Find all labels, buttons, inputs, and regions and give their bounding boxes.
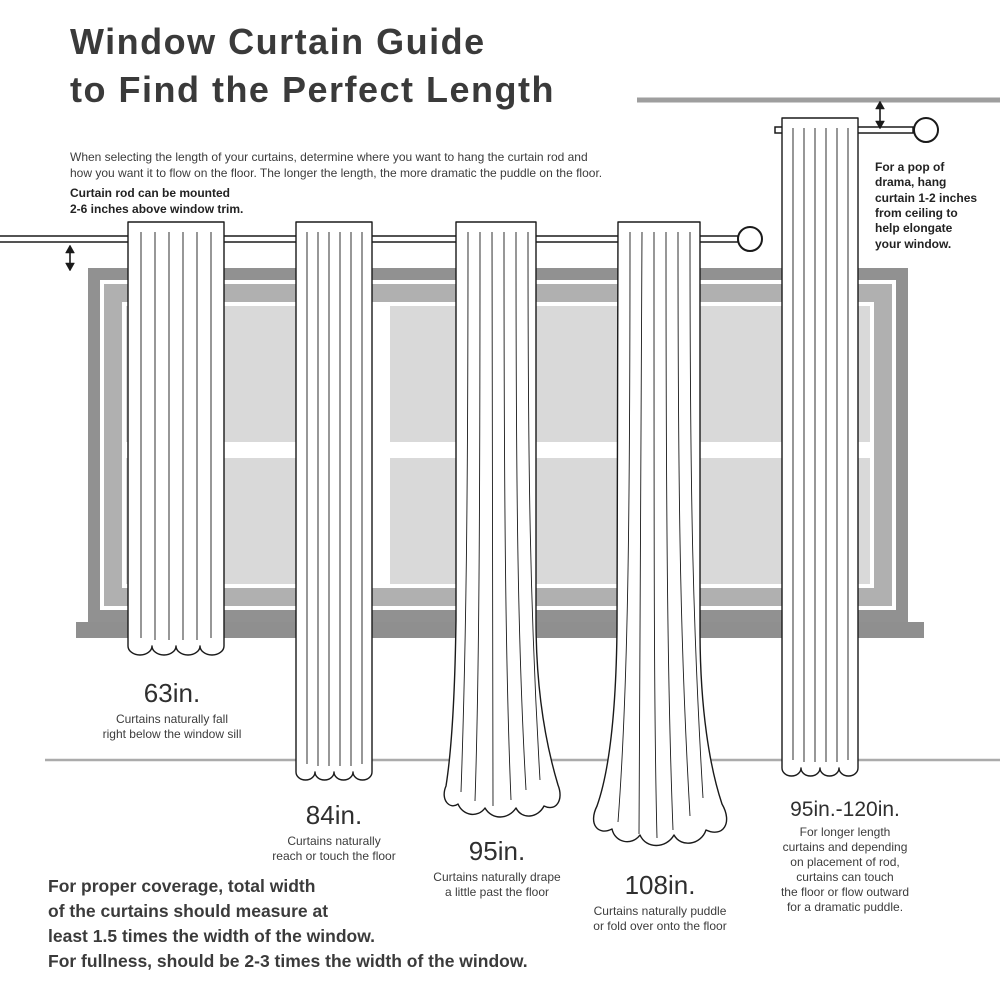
- rod-gap-arrow-icon: [65, 244, 75, 272]
- curtain-84-outline: [295, 221, 373, 781]
- length-description: Curtains naturally fall right below the …: [102, 712, 242, 741]
- curtain-63-outline: [127, 221, 225, 656]
- title-line-1: Window Curtain Guide: [70, 21, 486, 62]
- curtain-label-95in: 95in. Curtains naturally drape a little …: [417, 836, 577, 900]
- length-label: 84in.: [305, 800, 363, 830]
- curtain-63-folds: [140, 232, 212, 640]
- curtain-84-folds: [306, 232, 363, 766]
- curtain-panel-95-120in: [781, 117, 859, 777]
- curtain-108-outline: [592, 221, 728, 847]
- coverage-note: For proper coverage, total width of the …: [48, 876, 528, 971]
- curtain-95-outline: [443, 221, 561, 818]
- curtain-label-108in: 108in. Curtains naturally puddle or fold…: [575, 870, 745, 934]
- length-label: 63in.: [143, 678, 201, 708]
- curtain-panel-95in: [443, 221, 561, 818]
- main-rod-finial: [737, 226, 763, 252]
- rod-mount-note: Curtain rod can be mounted 2-6 inches ab…: [70, 186, 244, 216]
- length-description: Curtains naturally puddle or fold over o…: [593, 904, 727, 933]
- ceiling-gap-arrow-icon: [875, 100, 885, 130]
- curtain-label-63in: 63in. Curtains naturally fall right belo…: [92, 678, 252, 742]
- curtain-label-84in: 84in. Curtains naturally reach or touch …: [254, 800, 414, 864]
- length-label: 108in.: [624, 870, 696, 900]
- high-rod-finial: [913, 117, 939, 143]
- intro-text: When selecting the length of your curtai…: [70, 150, 603, 180]
- curtain-panel-108in: [592, 221, 728, 847]
- page-title: Window Curtain Guide to Find the Perfect…: [70, 18, 555, 114]
- length-label: 95in.-120in.: [790, 798, 900, 821]
- length-label: 95in.: [468, 836, 526, 866]
- curtain-95-120-folds: [792, 128, 849, 762]
- length-description: Curtains naturally reach or touch the fl…: [272, 834, 396, 863]
- curtain-label-95-120in: 95in.-120in. For longer length curtains …: [752, 798, 938, 915]
- curtain-panel-84in: [295, 221, 373, 781]
- length-description: Curtains naturally drape a little past t…: [433, 870, 561, 899]
- ceiling-mount-note: For a pop of drama, hang curtain 1-2 inc…: [875, 160, 978, 251]
- curtain-panel-63in: [127, 221, 225, 656]
- length-description: For longer length curtains and depending…: [780, 825, 910, 914]
- curtain-95-120-outline: [781, 117, 859, 777]
- title-line-2: to Find the Perfect Length: [70, 69, 555, 110]
